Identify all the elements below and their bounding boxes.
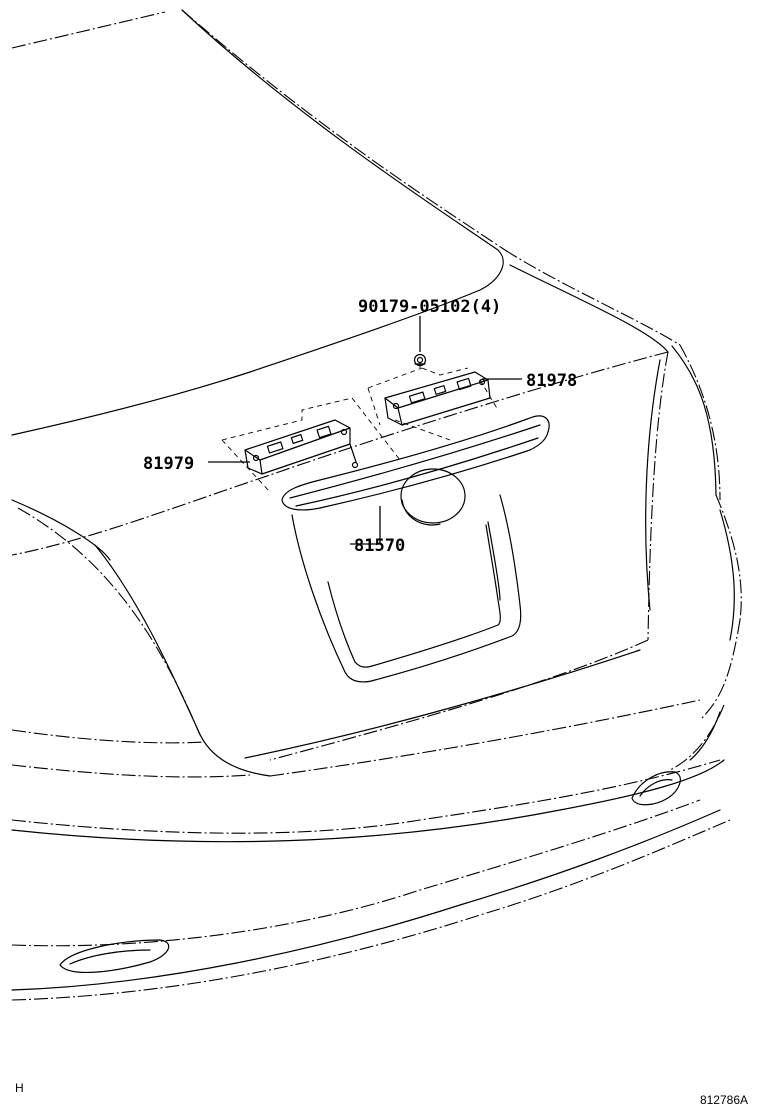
callout-bracket-left: 81979 xyxy=(143,454,194,474)
installation-lines xyxy=(221,362,499,493)
rear-bumper xyxy=(11,704,731,1001)
figure-id: 812786A xyxy=(700,1093,748,1107)
bracket-left xyxy=(244,419,359,475)
clip-nut xyxy=(413,353,427,367)
trunk-lid xyxy=(11,249,721,777)
trunk-lower-edge xyxy=(11,699,725,843)
corner-mark: H xyxy=(15,1081,24,1095)
callout-license-lamp: 81570 xyxy=(354,536,405,556)
license-lamp-garnish xyxy=(281,415,550,526)
bracket-right xyxy=(384,371,491,426)
license-plate-recess xyxy=(291,494,522,683)
leader-lines xyxy=(208,316,522,545)
callout-clip: 90179-05102(4) xyxy=(358,297,501,317)
callout-bracket-right: 81978 xyxy=(526,371,577,391)
quarter-panel xyxy=(244,351,742,761)
rear-window xyxy=(11,9,506,436)
